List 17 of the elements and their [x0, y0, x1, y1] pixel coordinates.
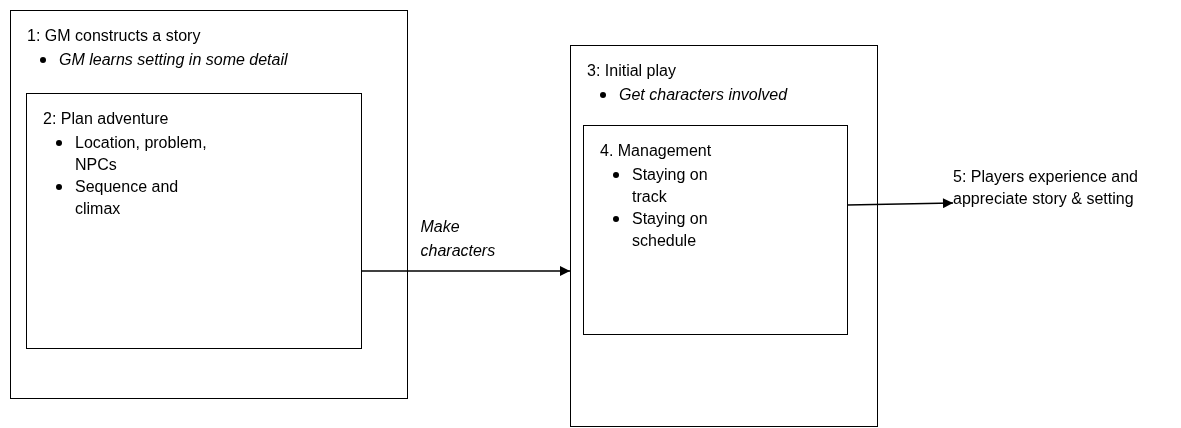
box-heading: 3: Initial play: [587, 61, 677, 81]
process-box: [583, 125, 848, 335]
arrow: [846, 198, 954, 209]
process-box: [570, 45, 878, 427]
box-heading: 2: Plan adventure: [43, 109, 170, 129]
bullet-item: GM learns setting in some detail: [59, 50, 289, 70]
box-heading: 4. Management: [600, 141, 713, 161]
bullet-item: Staying on track: [632, 165, 709, 207]
arrow: [360, 266, 571, 276]
bullet-item: Staying on schedule: [632, 209, 709, 251]
process-box: [10, 10, 408, 399]
box-heading: 1: GM constructs a story: [27, 26, 202, 46]
bullet-item: Sequence and climax: [75, 177, 180, 219]
bullet-item: Location, problem, NPCs: [75, 133, 208, 175]
box-heading: 5: Players experience and appreciate story & setting: [953, 167, 1139, 209]
bullet-item: Get characters involved: [619, 85, 789, 105]
process-box: [26, 93, 362, 349]
